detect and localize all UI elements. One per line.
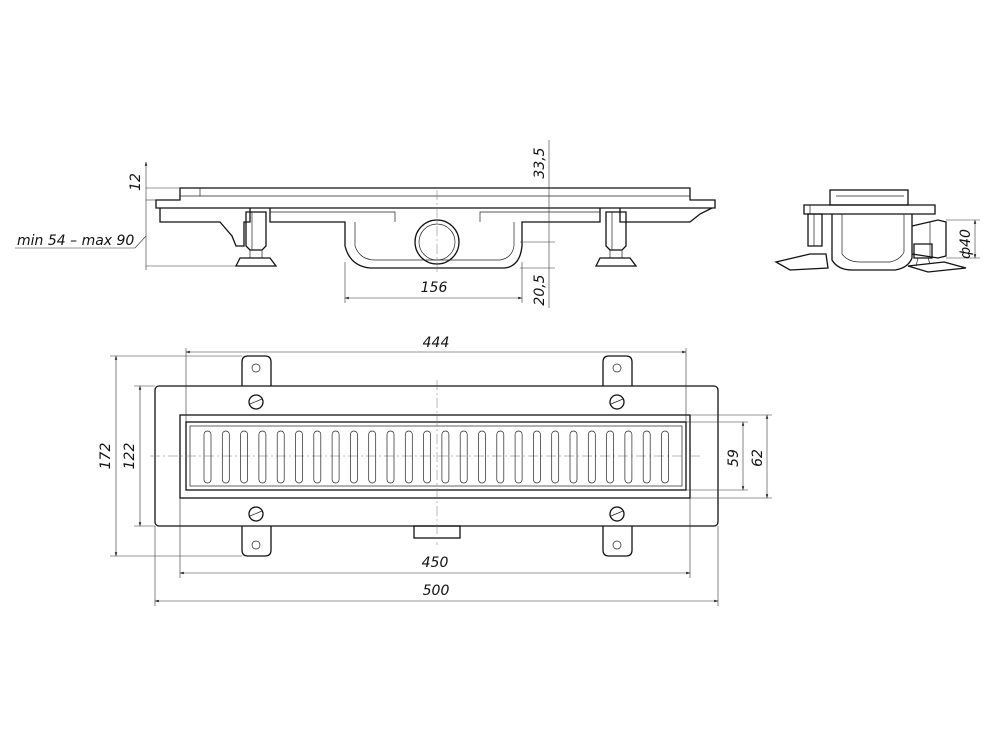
dim-text-172: 172: [98, 443, 114, 470]
dimension-overall-width: 172: [98, 355, 242, 557]
dimension-heights: 33,5 20,5: [520, 140, 555, 308]
dimension-outlet-spacing: 156: [344, 262, 523, 303]
bracket-top-right: [602, 355, 633, 410]
dim-text-20-5: 20,5: [532, 274, 548, 305]
dimension-overall-length: 500: [154, 526, 719, 606]
front-view: [155, 187, 716, 275]
grate-slot: [350, 430, 358, 484]
grate-slot: [587, 430, 596, 484]
grate-slot: [313, 430, 322, 484]
dim-text-156: 156: [421, 280, 448, 296]
grate-slot: [606, 430, 614, 484]
dimension-grate-width: 59: [686, 421, 748, 491]
bracket-bottom-right: [602, 506, 633, 557]
grate-slot: [551, 430, 560, 484]
dim-text-450: 450: [422, 555, 449, 571]
grate-slot: [404, 430, 413, 484]
dim-text-62: 62: [750, 449, 766, 467]
bracket-top-left: [241, 355, 272, 410]
grate-slot: [624, 430, 633, 484]
dimension-body-length: 450: [179, 498, 691, 578]
plan-view: [150, 355, 719, 557]
dimension-grate-length: 444: [185, 335, 687, 422]
dimension-flange-thickness: 12: [128, 161, 180, 270]
grate-slot: [203, 430, 212, 484]
grate-slot: [496, 430, 505, 484]
grate-slot: [459, 430, 468, 484]
grate-slot: [441, 430, 450, 484]
grate-slot: [533, 430, 541, 484]
dimension-channel-width: 62: [690, 414, 772, 499]
dim-text-33-5: 33,5: [532, 147, 548, 178]
grate-slot: [661, 430, 669, 484]
end-view: ф40: [774, 189, 980, 273]
dim-text-diameter: ф40: [958, 229, 974, 259]
grate-slot: [240, 430, 248, 484]
grate-slot: [295, 430, 303, 484]
dim-text-min-max: min 54 – max 90: [17, 233, 134, 249]
dim-text-59: 59: [726, 449, 742, 467]
grate-slot: [642, 430, 651, 484]
dim-text-12: 12: [128, 173, 144, 191]
dim-text-500: 500: [423, 583, 450, 599]
bracket-bottom-left: [241, 506, 272, 557]
dim-text-122: 122: [122, 443, 138, 470]
grate-slot: [368, 430, 377, 484]
grate-slot: [221, 430, 230, 484]
grate-slot: [276, 430, 285, 484]
grate-slot: [478, 430, 486, 484]
grate-slot: [386, 430, 395, 484]
dim-text-444: 444: [423, 335, 450, 351]
grate-slots: [203, 430, 669, 484]
grate-slot: [331, 430, 340, 484]
grate-slot: [258, 430, 267, 484]
dimension-installation-height: min 54 – max 90: [15, 233, 236, 267]
grate-slot: [569, 430, 578, 484]
grate-slot: [514, 430, 523, 484]
dimension-body-width: 122: [122, 385, 155, 527]
grate-slot: [423, 430, 431, 484]
